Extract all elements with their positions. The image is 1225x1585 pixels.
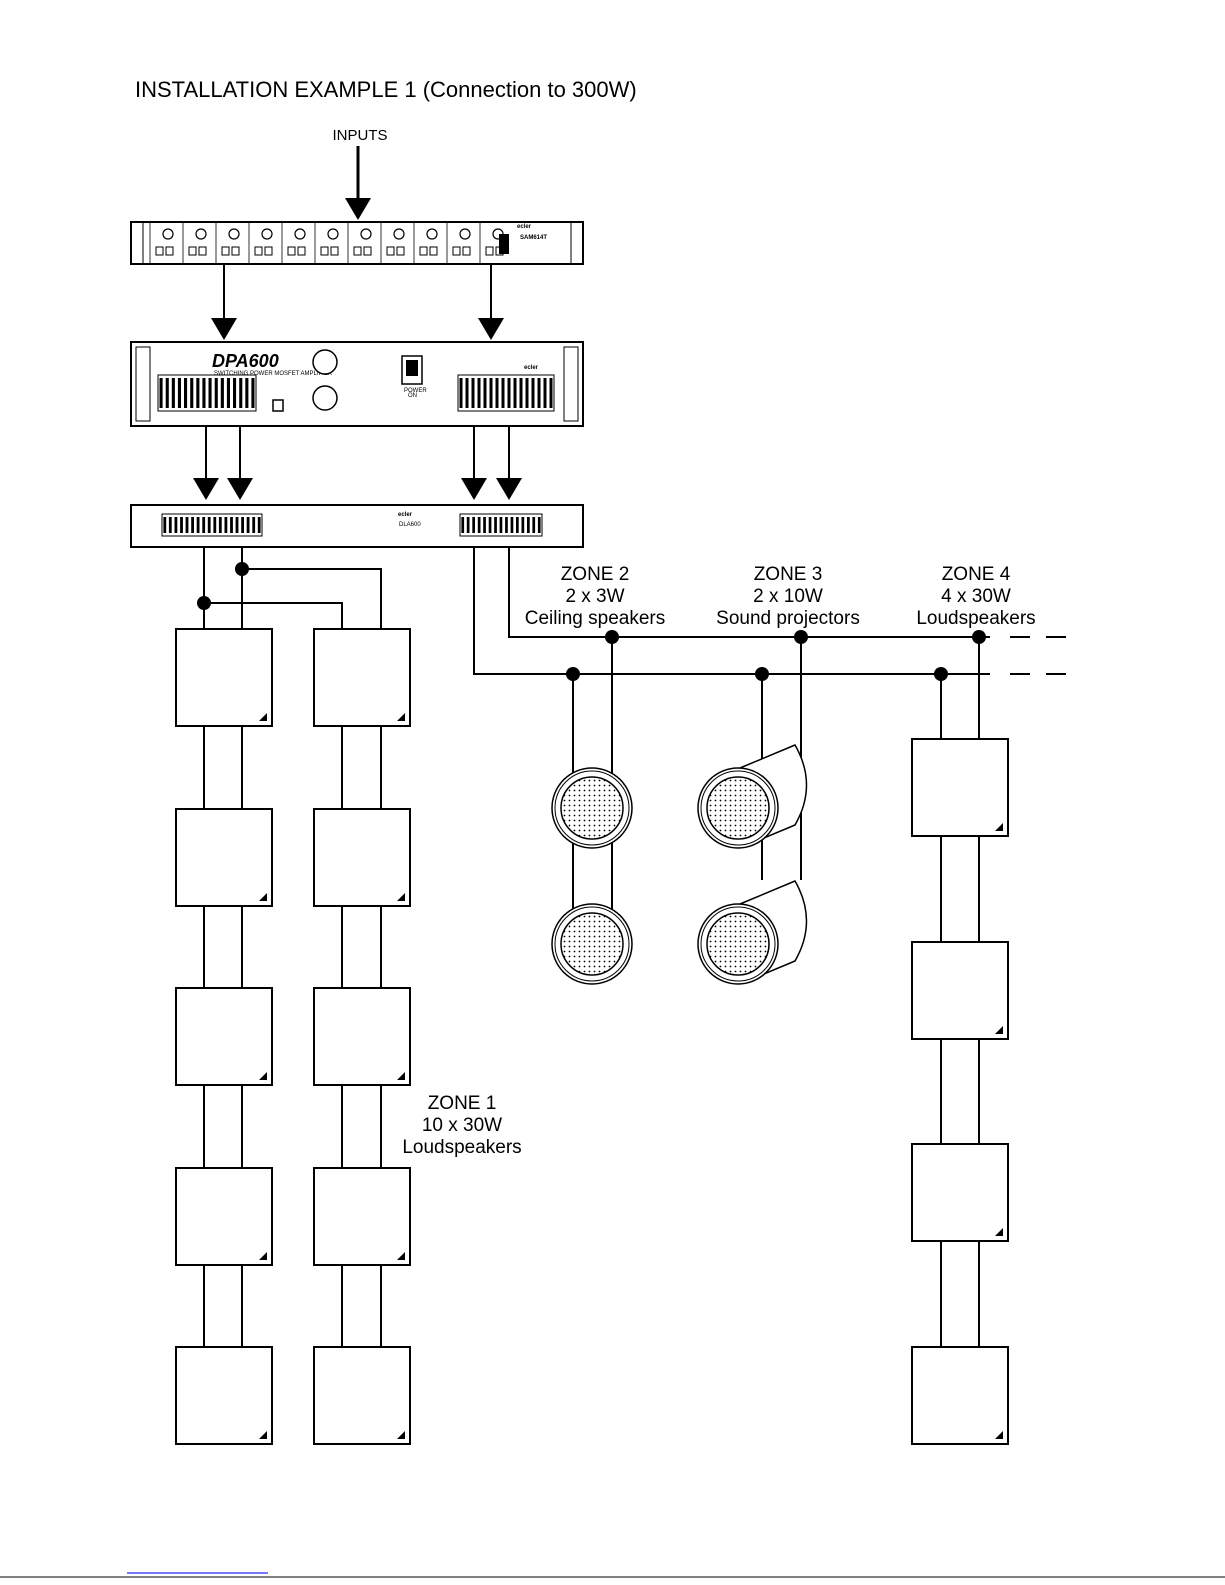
zone3-type: Sound projectors bbox=[716, 608, 860, 629]
zone1-loudspeaker bbox=[176, 988, 272, 1085]
zone4-name: ZONE 4 bbox=[942, 564, 1011, 585]
amplifier-vent-left bbox=[158, 375, 256, 411]
zone4-loudspeaker bbox=[912, 1347, 1008, 1444]
mixer-device: ecler SAM614T bbox=[131, 222, 583, 264]
zone4-loudspeaker bbox=[912, 739, 1008, 836]
zone4-loudspeaker bbox=[912, 942, 1008, 1039]
amplifier-power-state: ON bbox=[408, 393, 417, 399]
transformer-vent-right bbox=[460, 514, 542, 536]
amplifier-gain-knob-1 bbox=[313, 350, 337, 374]
zone1-label: ZONE 1 10 x 30W Loudspeakers bbox=[402, 1093, 521, 1158]
zone1-spec: 10 x 30W bbox=[422, 1115, 502, 1136]
zone3-name: ZONE 3 bbox=[754, 564, 823, 585]
zone2-ceiling-speaker bbox=[552, 904, 632, 984]
inputs-label: INPUTS bbox=[332, 127, 387, 144]
zone1-loudspeaker bbox=[176, 1347, 272, 1444]
zone1-loudspeaker bbox=[176, 629, 272, 726]
zone4-speaker-group bbox=[912, 739, 1008, 1444]
zone1-junction bbox=[235, 562, 249, 576]
zone4-label: ZONE 4 4 x 30W Loudspeakers bbox=[916, 564, 1035, 629]
zone1-name: ZONE 1 bbox=[428, 1093, 497, 1114]
zone1-type: Loudspeakers bbox=[402, 1137, 521, 1158]
zone2-name: ZONE 2 bbox=[561, 564, 630, 585]
mixer-to-amp-arrows bbox=[211, 264, 504, 340]
transformer-device: ecler DLA600 bbox=[131, 505, 583, 547]
zone4-loudspeaker bbox=[912, 1144, 1008, 1241]
zone3-sound-projector bbox=[698, 745, 807, 848]
zone1-junction bbox=[197, 596, 211, 610]
amplifier-vent-right bbox=[458, 375, 554, 411]
zone1-loudspeaker bbox=[176, 809, 272, 906]
zone1-loudspeaker bbox=[314, 1168, 410, 1265]
zone4-type: Loudspeakers bbox=[916, 608, 1035, 629]
mixer-model-label: SAM614T bbox=[520, 235, 547, 241]
zone1-loudspeaker bbox=[314, 1347, 410, 1444]
zone2-spec: 2 x 3W bbox=[565, 586, 624, 607]
transformer-brand-logo: ecler bbox=[398, 512, 413, 518]
zone2-label: ZONE 2 2 x 3W Ceiling speakers bbox=[525, 564, 665, 629]
mixer-brand-logo: ecler bbox=[517, 224, 532, 230]
amplifier-brand-logo: ecler bbox=[524, 365, 539, 371]
zone2-ceiling-speaker bbox=[552, 768, 632, 848]
zone1-loudspeaker bbox=[314, 988, 410, 1085]
amplifier-device: DPA600 SWITCHING POWER MOSFET AMPLIFIER … bbox=[131, 342, 583, 426]
inputs-arrow bbox=[345, 146, 371, 220]
mixer-power-switch bbox=[499, 234, 509, 254]
zone4-spec: 4 x 30W bbox=[941, 586, 1011, 607]
amplifier-model-label: DPA600 bbox=[212, 351, 279, 371]
transformer-model-label: DLA600 bbox=[399, 522, 421, 528]
zone3-label: ZONE 3 2 x 10W Sound projectors bbox=[716, 564, 860, 629]
amplifier-gain-knob-2 bbox=[313, 386, 337, 410]
zone1-loudspeaker bbox=[314, 629, 410, 726]
zone3-spec: 2 x 10W bbox=[753, 586, 823, 607]
amp-to-transformer-arrows bbox=[193, 426, 522, 500]
zone2-type: Ceiling speakers bbox=[525, 608, 665, 629]
page-title: INSTALLATION EXAMPLE 1 (Connection to 30… bbox=[135, 77, 637, 102]
zone1-loudspeaker bbox=[314, 809, 410, 906]
zone3-sound-projector bbox=[698, 881, 807, 984]
zone1-speaker-group bbox=[176, 629, 410, 1444]
zone1-loudspeaker bbox=[176, 1168, 272, 1265]
transformer-vent-left bbox=[162, 514, 262, 536]
